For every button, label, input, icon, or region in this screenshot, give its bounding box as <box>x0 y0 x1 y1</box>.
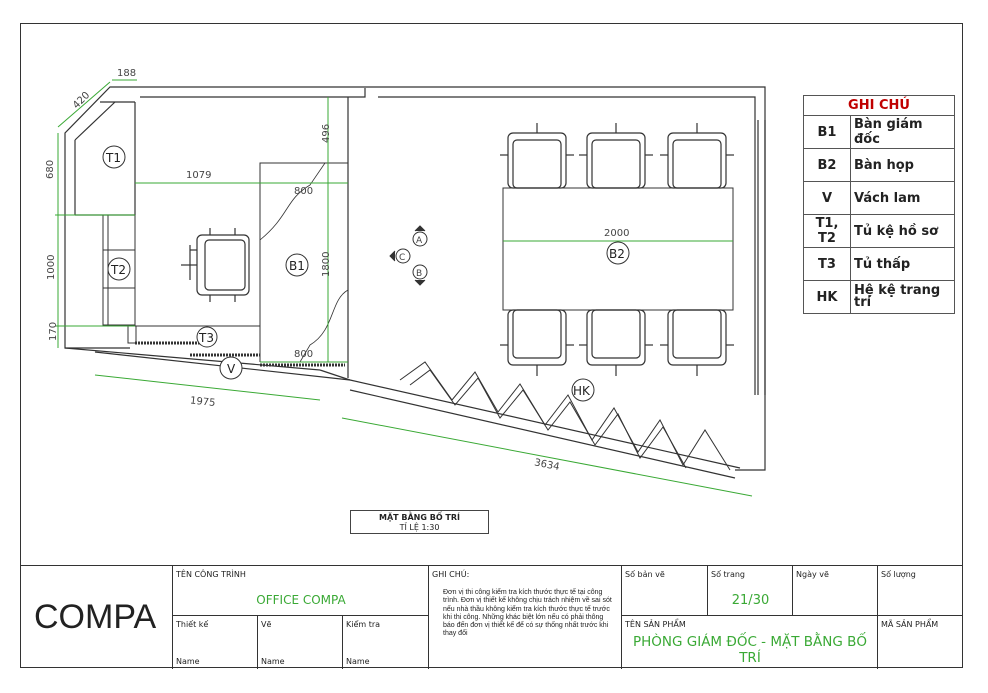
legend-key: HK <box>803 280 851 314</box>
drawing-no-cell: Số bản vẽ <box>622 566 708 616</box>
design-label: Thiết kế <box>176 620 209 629</box>
dim-800-top: 800 <box>294 186 313 197</box>
dim-800-bottom: 800 <box>294 349 313 360</box>
decor-shelf-hk <box>399 361 731 471</box>
product-name: PHÒNG GIÁM ĐỐC - MẶT BẰNG BỐ TRÍ <box>632 634 867 666</box>
page-cell: Số trang 21/30 <box>708 566 793 616</box>
legend-key: T3 <box>803 247 851 281</box>
director-chair <box>181 228 250 302</box>
dimension-lines <box>55 79 753 497</box>
designer-cell: Thiết kế Name <box>173 616 258 669</box>
element-tags: T1 T2 T3 B1 B2 V HK A B C <box>102 145 630 402</box>
date-cell: Ngày vẽ <box>793 566 878 616</box>
designer-name: Name <box>176 657 200 666</box>
check-label: Kiểm tra <box>346 620 381 629</box>
tag-b1: B1 <box>289 259 305 273</box>
legend-value: Bàn họp <box>850 148 955 182</box>
director-desk-b1 <box>259 162 349 363</box>
dimension-texts: 188 420 680 1000 170 1079 496 800 1800 8… <box>45 68 629 473</box>
legend-value: Bàn giám đốc <box>850 115 955 149</box>
legend-value: Vách lam <box>850 181 955 215</box>
legend-key: B2 <box>803 148 851 182</box>
product-code-cell: MÃ SẢN PHẨM <box>878 616 963 669</box>
legend-value: Hệ kệ trang trí <box>850 280 955 314</box>
marker-c: C <box>399 253 405 263</box>
marker-b: B <box>416 269 422 279</box>
date-label: Ngày vẽ <box>796 570 829 579</box>
drafter-name: Name <box>261 657 285 666</box>
project-name: OFFICE COMPA <box>256 593 346 607</box>
page-value: 21/30 <box>731 593 770 608</box>
legend-value: Tủ thấp <box>850 247 955 281</box>
project-label: TÊN CÔNG TRÌNH <box>176 570 246 579</box>
title-block: COMPA TÊN CÔNG TRÌNH OFFICE COMPA Thiết … <box>20 565 963 669</box>
logo-cell: COMPA <box>20 566 173 669</box>
plan-title: MẶT BẰNG BỐ TRÍ <box>378 513 460 522</box>
product-code-label: MÃ SẢN PHẨM <box>881 620 939 629</box>
drafter-cell: Vẽ Name <box>258 616 343 669</box>
dim-496: 496 <box>321 124 332 143</box>
legend-key: B1 <box>803 115 851 149</box>
tag-t1: T1 <box>105 151 121 165</box>
marker-a: A <box>416 236 423 246</box>
checker-cell: Kiểm tra Name <box>343 616 429 669</box>
low-cabinet-t3 <box>127 325 345 367</box>
dim-2000: 2000 <box>604 228 629 239</box>
checker-name: Name <box>346 657 370 666</box>
legend-key: T1, T2 <box>803 214 851 248</box>
draw-label: Vẽ <box>261 620 272 629</box>
drawing-no-label: Số bản vẽ <box>625 570 665 579</box>
section-markers <box>389 225 428 286</box>
plan-scale: TỈ LỆ 1:30 <box>399 523 440 532</box>
dim-1000: 1000 <box>46 255 57 280</box>
legend-key: V <box>803 181 851 215</box>
qty-cell: Số lượng <box>878 566 963 616</box>
dim-3634: 3634 <box>533 457 560 473</box>
notes-label: GHI CHÚ: <box>432 570 470 579</box>
dim-170: 170 <box>48 322 59 341</box>
dim-680: 680 <box>45 160 56 179</box>
tag-t2: T2 <box>110 263 126 277</box>
company-logo: COMPA <box>34 598 157 636</box>
tag-t3: T3 <box>198 331 214 345</box>
notes-text: Đơn vị thi công kiểm tra kích thước thực… <box>443 589 612 638</box>
dim-1800: 1800 <box>321 252 332 277</box>
product-label: TÊN SẢN PHẨM <box>625 620 686 629</box>
dim-1975: 1975 <box>189 395 215 409</box>
tag-b2: B2 <box>609 247 625 261</box>
page-label: Số trang <box>711 570 745 579</box>
qty-label: Số lượng <box>881 570 916 579</box>
dim-1079: 1079 <box>186 170 211 181</box>
dim-188: 188 <box>117 68 136 79</box>
tag-v: V <box>227 362 236 376</box>
plan-title-box: MẶT BẰNG BỐ TRÍ TỈ LỆ 1:30 <box>350 510 489 534</box>
legend-title: GHI CHÚ <box>803 95 955 116</box>
product-cell: TÊN SẢN PHẨM PHÒNG GIÁM ĐỐC - MẶT BẰNG B… <box>622 616 878 669</box>
drawing-sheet-border <box>20 23 963 668</box>
project-cell: TÊN CÔNG TRÌNH OFFICE COMPA <box>173 566 429 616</box>
notes-cell: GHI CHÚ: Đơn vị thi công kiểm tra kích t… <box>429 566 622 669</box>
meeting-chairs <box>500 123 734 376</box>
tag-hk: HK <box>573 384 591 398</box>
legend-value: Tủ kệ hồ sơ <box>850 214 955 248</box>
